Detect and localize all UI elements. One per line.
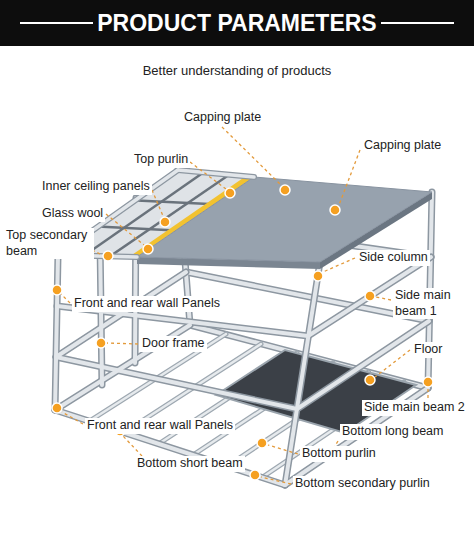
leader-line [190,162,226,189]
beam [297,321,429,409]
title: PRODUCT PARAMETERS [93,10,380,36]
part-label: Top purlin [132,152,190,168]
leader-line [323,258,355,272]
leader-line [375,350,410,377]
beam [56,357,297,409]
callout-dot [103,251,113,261]
leader-line [427,388,428,398]
leader-line [339,150,360,205]
callout-dot [330,205,340,215]
callout-dot [257,438,267,448]
leader-line [62,412,83,424]
part-label: Bottom long beam [340,424,445,440]
part-label: Front and rear wall Panels [85,418,235,434]
part-label: Side column [357,250,430,266]
column [55,255,58,410]
leader-line [222,127,281,185]
beam [55,410,285,485]
title-band: PRODUCT PARAMETERS [0,0,474,46]
grid-bar [137,201,214,205]
leader-line [376,297,391,300]
beam [297,321,429,409]
leader-line [268,445,298,454]
column [55,255,58,410]
part-label: Floor [412,342,444,358]
callout-dot [52,285,62,295]
subtitle: Better understanding of products [141,63,334,79]
callout-dot [143,244,153,254]
callout-dot [250,470,260,480]
leader-line [106,214,144,245]
beam [55,410,285,485]
part-label: Bottom purlin [300,446,378,462]
beam [178,170,254,177]
part-label: Top secondary beam [4,228,94,259]
leader-line [261,477,291,484]
part-label: Front and rear wall Panels [72,296,222,312]
beam [56,357,297,409]
leader-line [61,294,70,303]
part-label: Bottom short beam [135,456,245,472]
callout-dot [365,291,375,301]
leader-line [123,436,142,456]
part-label: Bottom secondary purlin [293,476,432,492]
part-label: Door frame [140,336,207,352]
callout-dot [52,403,62,413]
part-label: Side main beam 1 [393,288,461,319]
callout-dot [365,375,375,385]
leader-line [107,343,138,344]
callout-dot [313,271,323,281]
part-label: Capping plate [362,138,443,154]
callout-dot [225,188,235,198]
header-bar [0,0,474,46]
part-label: Inner ceiling panels [40,179,152,195]
callout-dot [96,338,106,348]
beam [178,170,254,177]
part-label: Glass wool [40,206,105,222]
callout-dot [280,185,290,195]
part-label: Side main beam 2 [362,400,467,416]
leader-line [152,190,163,216]
callout-dot [423,377,433,387]
part-label: Capping plate [182,110,263,126]
callout-dot [160,217,170,227]
